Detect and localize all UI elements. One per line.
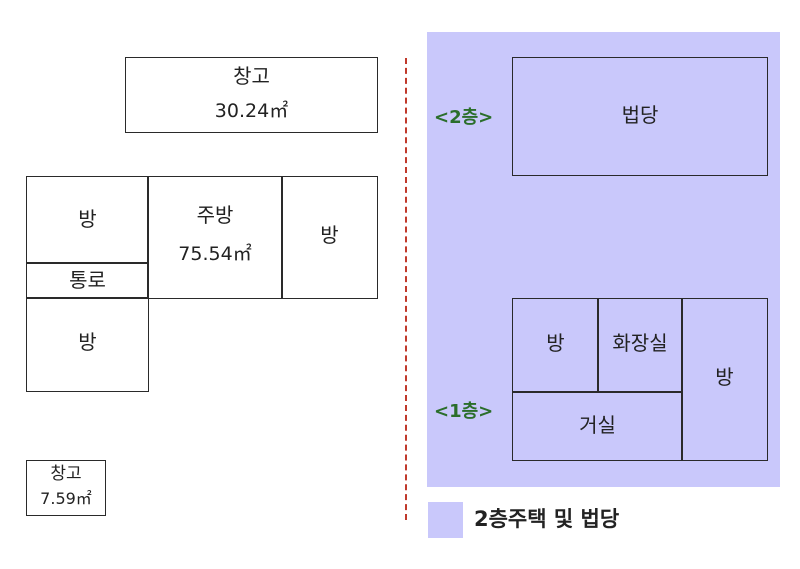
floor2-tag: <2층> (434, 107, 494, 128)
legend-label: 2층주택 및 법당 (474, 507, 620, 531)
kitchen-name: 주방 (196, 203, 234, 227)
warehouse-top-name: 창고 (233, 64, 270, 88)
passage-label: 통로 (69, 268, 106, 292)
warehouse-small-name: 창고 (50, 464, 82, 484)
room-left-label: 방 (546, 331, 565, 355)
warehouse-small-area: 7.59㎡ (40, 489, 92, 508)
divider-line (405, 58, 407, 520)
warehouse-top: 창고 30.24㎡ (125, 57, 378, 133)
living-room: 거실 (512, 391, 683, 461)
dharma-hall: 법당 (512, 57, 768, 176)
warehouse-small: 창고 7.59㎡ (26, 460, 106, 516)
room-b: 방 (281, 176, 378, 299)
room-right: 방 (681, 298, 768, 461)
room-right-label: 방 (715, 365, 734, 389)
room-a: 방 (26, 176, 149, 264)
dharma-hall-label: 법당 (621, 103, 659, 127)
passage: 통로 (26, 262, 149, 299)
warehouse-top-area: 30.24㎡ (214, 100, 289, 122)
room-left: 방 (512, 298, 599, 393)
room-b-label: 방 (320, 223, 339, 247)
room-a-label: 방 (78, 207, 97, 231)
two-story-area (427, 32, 780, 487)
bathroom: 화장실 (597, 298, 683, 393)
floor1-tag: <1층> (434, 401, 494, 422)
living-room-label: 거실 (579, 413, 616, 437)
legend-swatch (428, 502, 463, 538)
kitchen-area: 75.54㎡ (178, 243, 252, 265)
room-c-label: 방 (78, 330, 97, 354)
bathroom-label: 화장실 (612, 331, 668, 355)
kitchen: 주방 75.54㎡ (147, 176, 283, 299)
room-c: 방 (26, 297, 149, 392)
